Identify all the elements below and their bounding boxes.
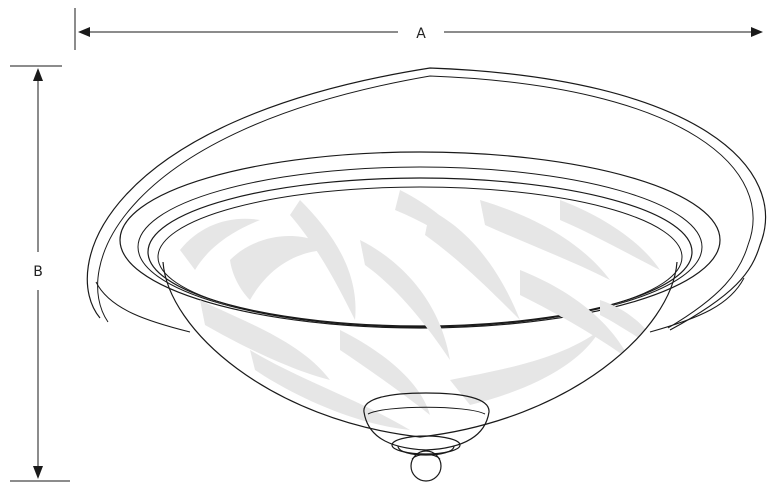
dimension-a: A	[74, 8, 763, 50]
dimension-b-arrow-bottom	[33, 466, 43, 479]
trim-ring-inner	[147, 177, 693, 327]
ceiling-fixture	[86, 67, 767, 482]
glass-bowl-outline	[162, 261, 678, 438]
finial	[363, 392, 490, 482]
trim-ring-edge	[157, 186, 683, 328]
trim-rings	[119, 151, 721, 329]
glass-bowl	[162, 190, 678, 438]
finial-knob-cap	[411, 454, 441, 460]
dimension-b-arrow-top	[33, 68, 43, 81]
dimension-b-label: B	[33, 264, 43, 280]
dimension-a-label: A	[416, 26, 426, 42]
finial-knob	[410, 450, 442, 482]
dimension-b: B	[10, 65, 70, 482]
canopy-lower-rim-right	[649, 277, 745, 333]
trim-ring-outer	[119, 151, 721, 329]
dimension-a-arrow-left	[78, 27, 90, 37]
canopy-lower-rim	[95, 281, 191, 333]
finial-base-rim	[367, 406, 486, 415]
finial-base	[363, 392, 490, 451]
canopy	[86, 67, 767, 333]
canopy-inner-edge	[97, 75, 754, 329]
canopy-outer-edge	[86, 67, 767, 331]
dimension-a-arrow-right	[751, 27, 763, 37]
glass-swirl-pattern	[180, 190, 660, 430]
